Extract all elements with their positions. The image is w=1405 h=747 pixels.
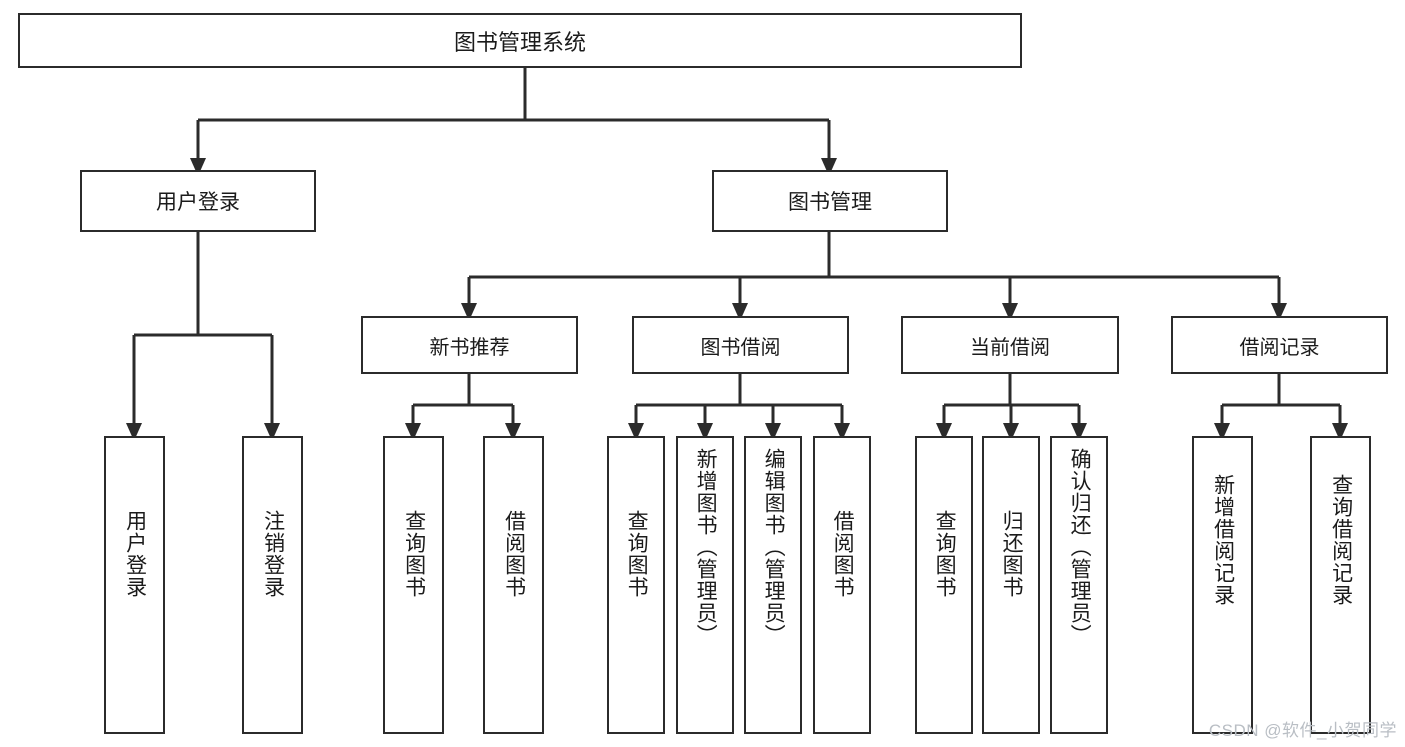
node-user-login-label: 用户登录 — [156, 191, 240, 214]
leaf-new-book-recommend-1-label: 查询图书 — [402, 510, 426, 598]
leaf-borrow-record-1[interactable]: 新增借阅记录 — [1192, 436, 1253, 734]
node-root[interactable]: 图书管理系统 — [18, 13, 1022, 68]
arrowhead-borrow-leaf-2 — [697, 423, 713, 441]
arrowhead-l3-1 — [461, 303, 477, 321]
leaf-current-borrow-3[interactable]: 确认归还（管理员） — [1050, 436, 1108, 734]
arrowhead-recommend-leaf-2 — [505, 423, 521, 441]
leaf-current-borrow-2-label: 归还图书 — [1000, 510, 1024, 598]
leaf-book-borrow-1-label: 查询图书 — [625, 510, 649, 598]
node-book-borrow-label: 图书借阅 — [700, 336, 781, 359]
node-current-borrow[interactable]: 当前借阅 — [901, 316, 1119, 374]
node-borrow-record[interactable]: 借阅记录 — [1171, 316, 1388, 374]
arrowhead-current-leaf-3 — [1071, 423, 1087, 441]
arrowheads — [126, 158, 1348, 441]
leaf-borrow-record-1-label: 新增借阅记录 — [1211, 474, 1235, 606]
arrowhead-record-leaf-2 — [1332, 423, 1348, 441]
arrowhead-l3-3 — [1002, 303, 1018, 321]
leaf-new-book-recommend-2-label: 借阅图书 — [502, 510, 526, 598]
arrowhead-current-leaf-1 — [936, 423, 952, 441]
leaf-user-login-1-label: 用户登录 — [123, 510, 147, 598]
node-new-book-recommend-label: 新书推荐 — [429, 336, 510, 359]
leaf-current-borrow-1-label: 查询图书 — [933, 510, 957, 598]
node-current-borrow-label: 当前借阅 — [970, 336, 1050, 359]
arrowhead-l3-2 — [732, 303, 748, 321]
leaf-new-book-recommend-2[interactable]: 借阅图书 — [483, 436, 544, 734]
node-borrow-record-label: 借阅记录 — [1239, 336, 1320, 359]
leaf-current-borrow-1[interactable]: 查询图书 — [915, 436, 973, 734]
leaf-book-borrow-1[interactable]: 查询图书 — [607, 436, 665, 734]
arrowhead-user-login — [190, 158, 206, 176]
arrowhead-user-login-leaf-2 — [264, 423, 280, 441]
node-user-login[interactable]: 用户登录 — [80, 170, 316, 232]
leaf-book-borrow-3[interactable]: 编辑图书（管理员） — [744, 436, 802, 734]
arrowhead-current-leaf-2 — [1003, 423, 1019, 441]
leaf-book-borrow-2-label: 新增图书（管理员） — [694, 448, 718, 646]
arrowhead-borrow-leaf-1 — [628, 423, 644, 441]
leaf-book-borrow-3-label: 编辑图书（管理员） — [762, 448, 786, 646]
arrowhead-user-login-leaf-1 — [126, 423, 142, 441]
arrowhead-record-leaf-1 — [1214, 423, 1230, 441]
node-book-management[interactable]: 图书管理 — [712, 170, 948, 232]
arrowhead-borrow-leaf-4 — [834, 423, 850, 441]
node-book-borrow[interactable]: 图书借阅 — [632, 316, 849, 374]
leaf-new-book-recommend-1[interactable]: 查询图书 — [383, 436, 444, 734]
leaf-book-borrow-4-label: 借阅图书 — [831, 510, 855, 598]
arrowhead-book-manage — [821, 158, 837, 176]
leaf-borrow-record-2-label: 查询借阅记录 — [1329, 474, 1353, 606]
leaf-user-login-2-label: 注销登录 — [261, 510, 285, 598]
leaf-book-borrow-4[interactable]: 借阅图书 — [813, 436, 871, 734]
leaf-user-login-2[interactable]: 注销登录 — [242, 436, 303, 734]
leaf-current-borrow-2[interactable]: 归还图书 — [982, 436, 1040, 734]
arrowhead-borrow-leaf-3 — [765, 423, 781, 441]
watermark: CSDN @软件_小贺同学 — [1208, 721, 1397, 740]
leaf-user-login-1[interactable]: 用户登录 — [104, 436, 165, 734]
leaf-borrow-record-2[interactable]: 查询借阅记录 — [1310, 436, 1371, 734]
node-root-label: 图书管理系统 — [453, 29, 586, 55]
leaf-current-borrow-3-label: 确认归还（管理员） — [1068, 448, 1092, 646]
node-new-book-recommend[interactable]: 新书推荐 — [361, 316, 578, 374]
node-book-management-label: 图书管理 — [788, 191, 872, 214]
arrowhead-l3-4 — [1271, 303, 1287, 321]
arrowhead-recommend-leaf-1 — [405, 423, 421, 441]
leaf-book-borrow-2[interactable]: 新增图书（管理员） — [676, 436, 734, 734]
